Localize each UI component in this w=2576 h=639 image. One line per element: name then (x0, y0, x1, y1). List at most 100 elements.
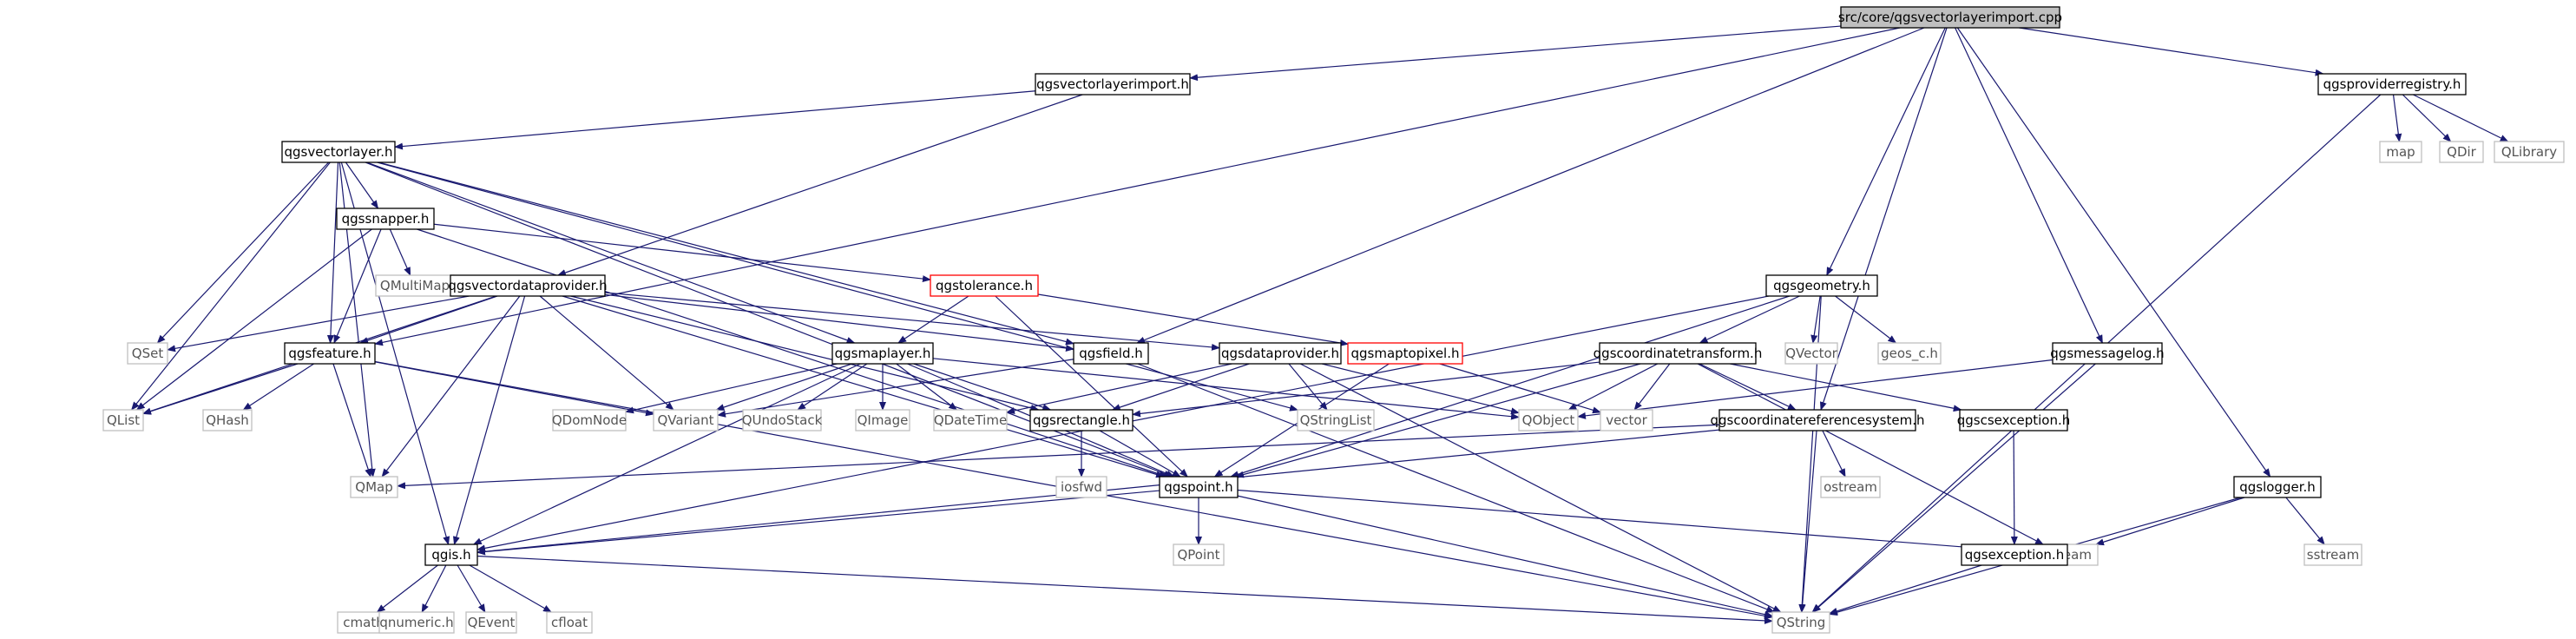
edge-geom-to-ct (1699, 295, 1800, 344)
node-qmap-label: QMap (355, 479, 392, 495)
node-qdt: QDateTime (933, 409, 1008, 431)
node-field-label: qgsfield.h (1079, 346, 1143, 361)
edge-ct-to-point (1235, 363, 1641, 478)
edge-root-to-logger (1956, 27, 2271, 478)
edge-crs-to-qmap (397, 424, 1720, 490)
edge-dp-to-qobj (1322, 363, 1520, 415)
node-ml[interactable]: qgsmaplayer.h (831, 342, 934, 365)
node-geosc-box (1877, 342, 1942, 365)
node-exc-box (1961, 543, 2068, 566)
node-qhash: QHash (202, 409, 253, 431)
edge-tol-to-ml (897, 295, 969, 344)
node-dp[interactable]: qgsdataprovider.h (1219, 342, 1342, 365)
node-csex[interactable]: qgscsexception.h (1957, 409, 2071, 431)
node-vl-label: qgsvectorlayer.h (285, 144, 393, 160)
node-vdp[interactable]: qgsvectordataprovider.h (448, 274, 608, 297)
node-qstring: QString (1771, 611, 1830, 634)
node-map-box (2379, 141, 2422, 163)
node-vector-label: vector (1606, 412, 1647, 428)
node-field[interactable]: qgsfield.h (1073, 342, 1149, 365)
edge-tol-to-point (995, 295, 1188, 478)
node-cfloat-label: cfloat (551, 615, 588, 630)
edge-snap-to-feat (333, 228, 382, 344)
node-vl[interactable]: qgsvectorlayer.h (281, 141, 396, 163)
node-vli[interactable]: qgsvectorlayerimport.h (1035, 73, 1191, 96)
edge-ml-to-qvar (715, 363, 852, 411)
edge-snap-to-tol (433, 223, 931, 283)
edge-ct-to-iostream (1697, 363, 2044, 545)
node-tol[interactable]: qgstolerance.h (930, 274, 1039, 297)
edge-vli-to-vdp (556, 94, 1083, 276)
node-root-label: src/core/qgsvectorlayerimport.cpp (1838, 10, 2062, 25)
node-feat-box (284, 342, 376, 365)
node-crs-box (1718, 409, 1916, 431)
edge-feat-to-qlist (142, 363, 299, 415)
edge-point-to-qstring (1237, 495, 1773, 618)
node-qimg: QImage (855, 409, 910, 431)
node-feat[interactable]: qgsfeature.h (284, 342, 376, 365)
node-qhash-box (202, 409, 253, 431)
node-map-label: map (2386, 144, 2415, 160)
edge-snap-to-point (417, 228, 1168, 478)
node-ostream-label: ostream (1824, 479, 1877, 495)
node-logger-box (2233, 476, 2322, 498)
node-snap[interactable]: qgssnapper.h (336, 208, 435, 230)
node-qdir-label: QDir (2447, 144, 2477, 160)
edge-ct-to-vector (1633, 363, 1671, 411)
node-qdir: QDir (2439, 141, 2484, 163)
node-rect-box (1029, 409, 1134, 431)
edge-ct-to-csex (1730, 363, 1962, 412)
node-logger[interactable]: qgslogger.h (2233, 476, 2322, 498)
edge-vl-to-snap (345, 161, 379, 209)
edge-snap-to-qmm (389, 228, 411, 276)
node-ct[interactable]: qgscoordinatetransform.h (1594, 342, 1763, 365)
node-qmap: QMap (350, 476, 398, 498)
node-root[interactable]: src/core/qgsvectorlayerimport.cpp (1838, 6, 2062, 29)
node-point[interactable]: qgspoint.h (1159, 476, 1239, 498)
node-qvar-label: QVariant (657, 412, 713, 428)
node-m2p[interactable]: qgsmaptopixel.h (1347, 342, 1463, 365)
edge-geom-to-point (1230, 295, 1791, 478)
edge-ml-to-qundo (797, 363, 868, 411)
edge-ml-to-qdom (625, 363, 838, 414)
node-cfloat-box (546, 611, 593, 634)
edge-vl-to-field (378, 161, 1074, 346)
node-iosfwd-box (1055, 476, 1107, 498)
edge-exc-to-qstring (1829, 564, 1982, 615)
node-qobj: QObject (1518, 409, 1579, 431)
node-qundo: QUndoStack (742, 409, 823, 431)
edge-geom-to-qvec (1810, 295, 1821, 344)
edge-root-to-mlog (1955, 27, 2103, 344)
node-ml-box (831, 342, 934, 365)
node-iosfwd-label: iosfwd (1061, 479, 1102, 495)
node-qobj-box (1518, 409, 1579, 431)
node-dp-box (1219, 342, 1342, 365)
node-qset-label: QSet (132, 346, 164, 361)
edge-qgis-to-qstring (476, 555, 1773, 624)
edge-vl-to-qsl (377, 161, 1298, 412)
node-qvar: QVariant (653, 409, 719, 431)
node-qsl-label: QStringList (1300, 412, 1372, 428)
node-qdt-label: QDateTime (934, 412, 1007, 428)
node-rect[interactable]: qgsrectangle.h (1029, 409, 1134, 431)
edge-field-to-qstring (1137, 363, 1776, 613)
edge-qgis-to-cmath (376, 564, 438, 613)
edge-vdp-to-feat (359, 295, 498, 344)
node-vdp-box (450, 274, 606, 297)
node-preg[interactable]: qgsproviderregistry.h (2317, 73, 2467, 96)
node-qgis[interactable]: qgis.h (424, 543, 478, 566)
node-geom[interactable]: qgsgeometry.h (1765, 274, 1878, 297)
edge-ml-to-qdt (896, 363, 958, 411)
node-sstream-label: sstream (2307, 547, 2359, 563)
edge-field-to-qvar (717, 359, 1074, 418)
node-mlog[interactable]: qgsmessagelog.h (2050, 342, 2165, 365)
node-crs[interactable]: qgscoordinatereferencesystem.h (1711, 409, 1925, 431)
node-qimg-box (855, 409, 910, 431)
node-qvec: QVector (1784, 342, 1838, 365)
edge-vl-to-ml (366, 161, 856, 344)
node-preg-box (2317, 73, 2467, 96)
node-dp-label: qgsdataprovider.h (1221, 346, 1339, 361)
edge-ct-to-crs (1699, 363, 1797, 411)
node-exc-label: qgsexception.h (1965, 547, 2064, 563)
node-exc[interactable]: qgsexception.h (1961, 543, 2068, 566)
